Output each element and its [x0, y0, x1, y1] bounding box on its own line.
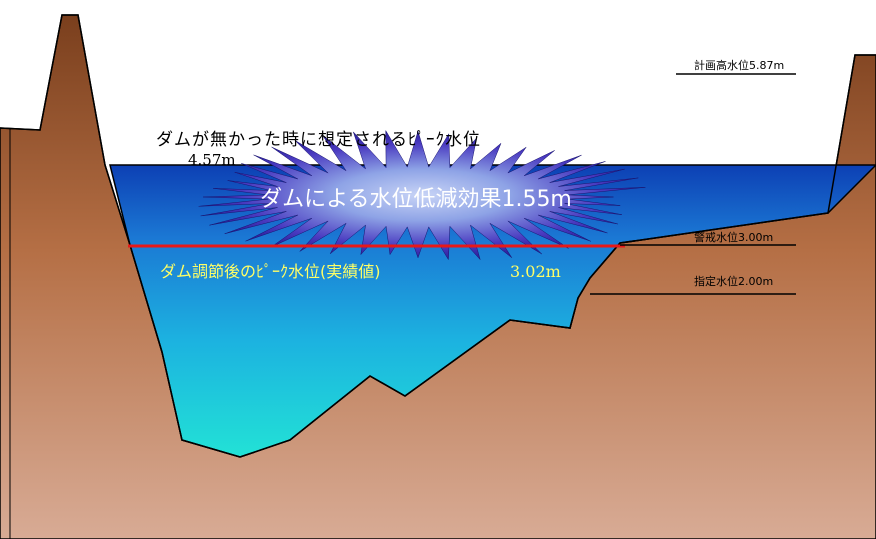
designated-level-label: 指定水位2.00m — [694, 274, 773, 288]
reduction-effect-label: ダムによる水位低減効果1.55m — [260, 187, 572, 212]
no-dam-peak-value: 4.57m — [188, 151, 236, 169]
post-dam-peak-label: ダム調節後のﾋﾟｰｸ水位(実績値) — [160, 262, 381, 281]
no-dam-peak-label: ダムが無かった時に想定されるﾋﾟｰｸ水位 — [156, 130, 481, 150]
plan-high-level-label: 計画高水位5.87m — [694, 58, 784, 72]
reduction-effect-starburst — [198, 129, 646, 261]
warning-level-label: 警戒水位3.00m — [694, 230, 773, 244]
post-dam-peak-value: 3.02m — [510, 262, 561, 281]
terrain-outline — [0, 14, 876, 458]
